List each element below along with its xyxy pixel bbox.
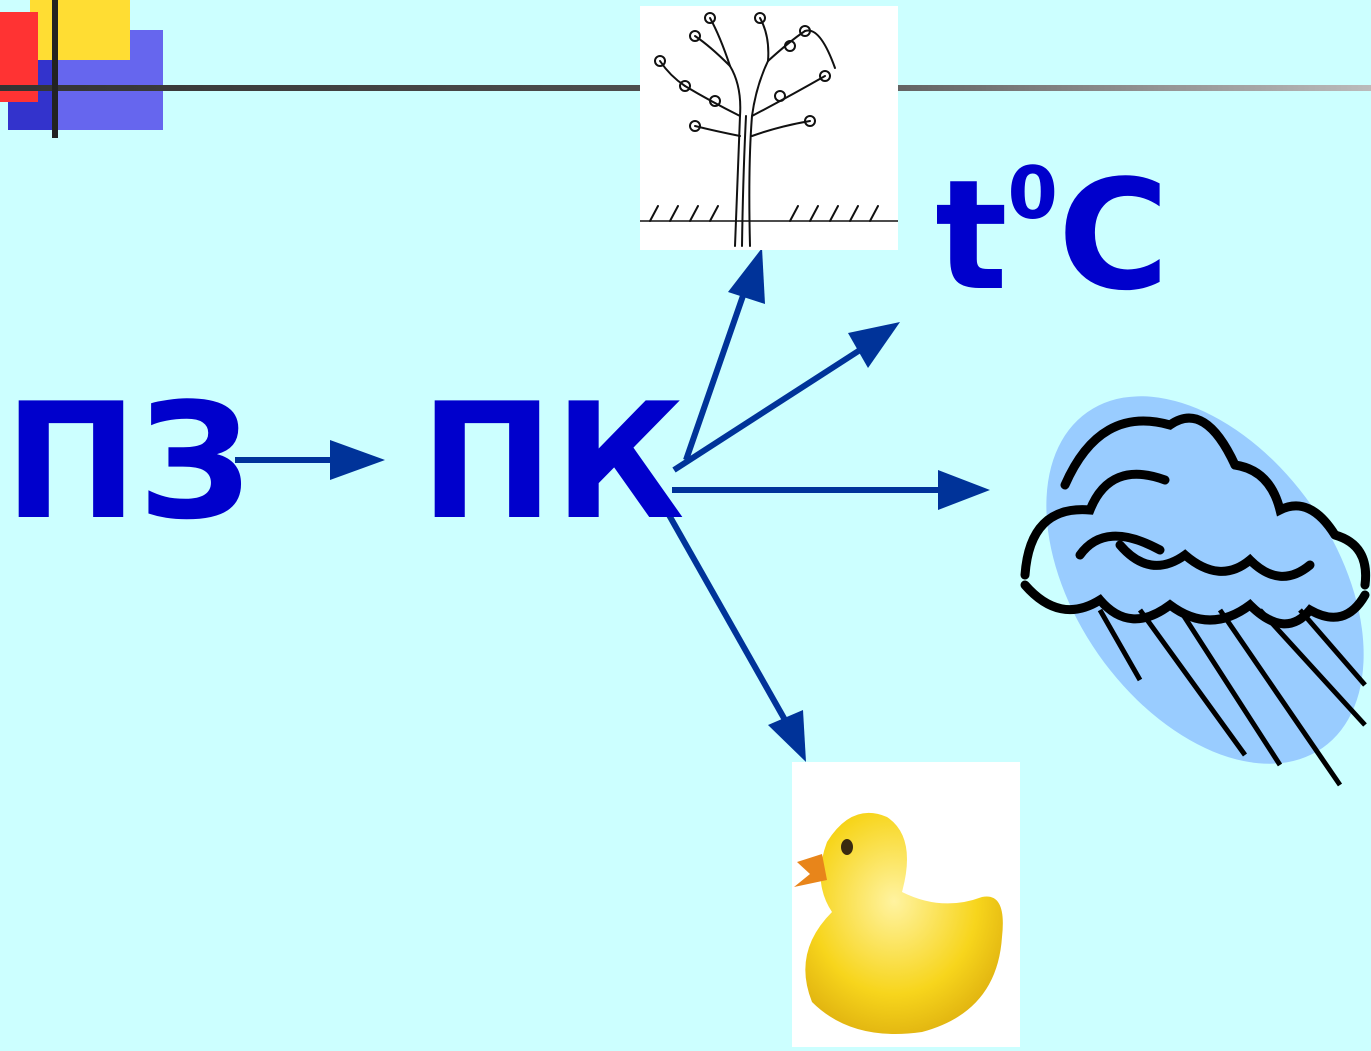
arrow-to-duck [653, 490, 806, 762]
arrow-pz-to-pk [235, 440, 385, 480]
term-pz: ПЗ [4, 368, 252, 555]
arrow-to-tree [683, 248, 765, 461]
tree-image [639, 6, 899, 250]
temperature-label: t0C [935, 157, 1169, 312]
arrow-to-temperature [672, 322, 900, 473]
arrow-to-cloud [672, 470, 990, 510]
tree-icon [639, 12, 899, 247]
temperature-unit: C [1057, 147, 1170, 324]
rain-cloud-icon [1020, 396, 1371, 787]
duck-icon [794, 812, 1003, 1034]
duck-image [792, 762, 1020, 1047]
temperature-base: t [935, 147, 1008, 324]
temperature-degree: 0 [1007, 151, 1058, 235]
corner-decoration [0, 0, 163, 130]
term-pk: ПК [420, 368, 685, 555]
